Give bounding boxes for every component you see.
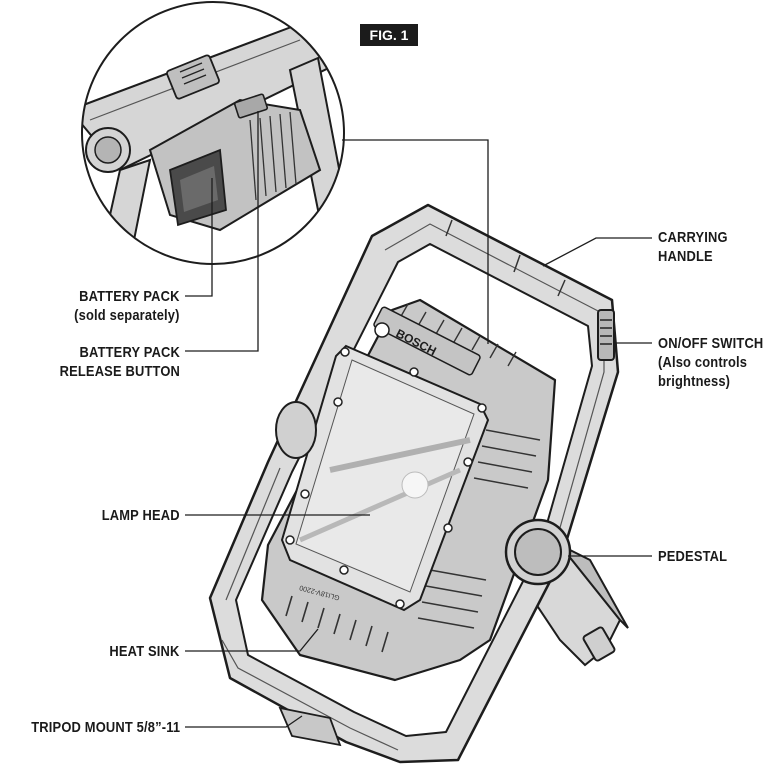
label-line: CARRYING [658, 229, 728, 246]
label-heat-sink: HEAT SINK [109, 643, 180, 660]
battery-inset [81, 1, 345, 265]
lamp-lens [280, 344, 490, 612]
label-on-off-switch: ON/OFF SWITCH (Also controls brightness) [658, 334, 763, 391]
label-line: ON/OFF SWITCH [658, 335, 764, 352]
label-lamp-head: LAMP HEAD [101, 507, 180, 524]
label-pedestal: PEDESTAL [658, 548, 728, 565]
pedestal-knob [504, 518, 572, 586]
label-line: HANDLE [658, 248, 713, 265]
tripod-mount [278, 706, 342, 747]
heat-sink-ribs [285, 595, 389, 653]
label-line: RELEASE BUTTON [59, 363, 180, 380]
leader-lines [185, 111, 652, 728]
label-battery-release: BATTERY PACK RELEASE BUTTON [60, 343, 180, 381]
label-line: (sold separately) [74, 307, 180, 324]
label-tripod-mount: TRIPOD MOUNT 5/8”-11 [31, 719, 180, 736]
label-line: brightness) [658, 373, 731, 390]
on-off-switch [597, 309, 615, 361]
label-line: BATTERY PACK [79, 288, 180, 305]
label-battery-pack: BATTERY PACK (sold separately) [75, 287, 180, 325]
figure-label: FIG. 1 [360, 24, 418, 46]
label-carrying-handle: CARRYING HANDLE [658, 228, 728, 266]
pivot-knob-left [275, 401, 317, 459]
label-line: BATTERY PACK [79, 344, 180, 361]
label-line: (Also controls [658, 354, 748, 371]
